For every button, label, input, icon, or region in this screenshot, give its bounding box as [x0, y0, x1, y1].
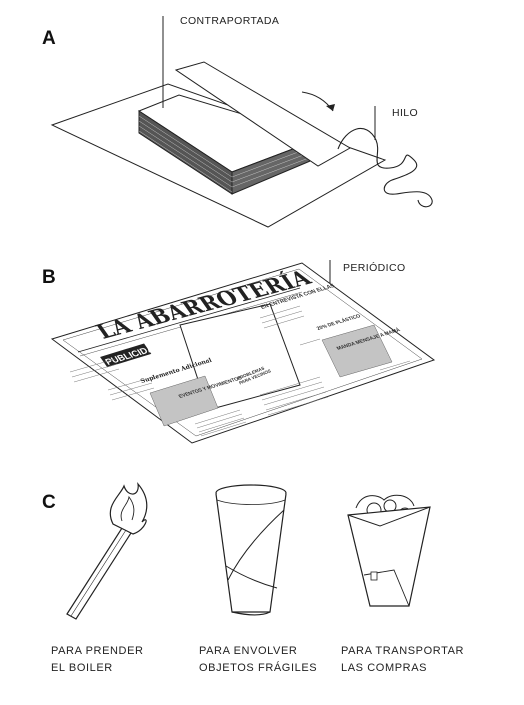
newspaper-body-lines: [69, 305, 411, 416]
newspaper-shaded-box-right: [321, 324, 393, 378]
wrapped-glass-icon: [215, 484, 287, 616]
callout-periodico: PERIÓDICO: [343, 261, 406, 274]
section-letter-a: A: [42, 28, 56, 49]
fold-arrow-icon: [301, 91, 335, 112]
caption-transportar-line1: PARA TRANSPORTAR: [341, 645, 465, 657]
string-thread: [337, 128, 433, 208]
caption-prender-line1: PARA PRENDER: [51, 645, 144, 657]
caption-prender: PARA PRENDER EL BOILER: [51, 643, 144, 677]
back-cover-flap: [174, 61, 352, 167]
caption-envolver-line2: OBJETOS FRÁGILES: [199, 662, 318, 674]
caption-transportar: PARA TRANSPORTAR LAS COMPRAS: [341, 643, 464, 677]
shopping-cone-icon: [347, 494, 431, 607]
newspaper: LA ABARROTERÍA PROBLEMAS PARA VECINOS PU…: [50, 262, 436, 444]
caption-envolver-line1: PARA ENVOLVER: [199, 645, 298, 657]
section-letter-b: B: [42, 267, 56, 288]
callout-contraportada: CONTRAPORTADA: [180, 15, 279, 27]
section-letter-c: C: [42, 492, 56, 513]
caption-envolver: PARA ENVOLVER OBJETOS FRÁGILES: [199, 643, 317, 677]
newspaper-table: [194, 409, 247, 437]
caption-transportar-line2: LAS COMPRAS: [341, 662, 428, 674]
torch-roll-icon: [66, 481, 148, 620]
newspaper-shaded-box-left: [149, 375, 219, 427]
caption-prender-line2: EL BOILER: [51, 662, 113, 674]
callout-hilo: HILO: [392, 107, 418, 119]
